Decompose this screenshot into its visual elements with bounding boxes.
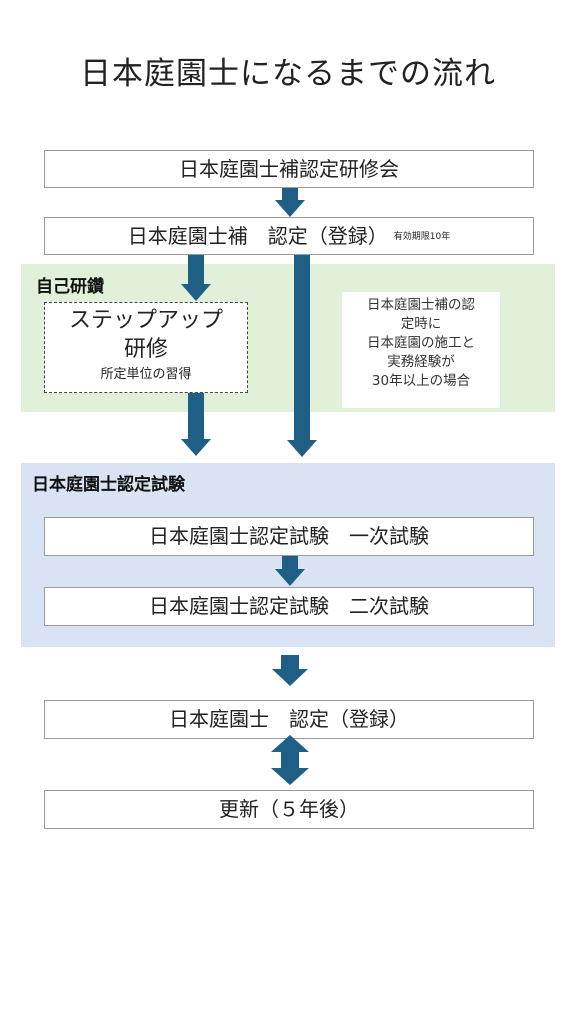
note-line: 実務経験が <box>387 354 455 370</box>
assistant-cert-label: 日本庭園士補 認定（登録） <box>127 224 388 248</box>
renewal-box: 更新（５年後） <box>44 790 534 829</box>
arrow-down-icon <box>272 655 308 686</box>
arrow-down-icon <box>181 255 211 301</box>
renewal-label: 更新（５年後） <box>219 797 359 821</box>
long-arrow-down-icon <box>287 255 317 457</box>
stepup-training-box: ステップアップ 研修 所定単位の習得 <box>44 302 248 393</box>
final-cert-box: 日本庭園士 認定（登録） <box>44 700 534 739</box>
note-line: 日本庭園士補の認 <box>367 297 475 313</box>
self-study-label: 自己研鑽 <box>36 277 104 297</box>
training-step-box: 日本庭園士補認定研修会 <box>44 150 534 188</box>
exam-first-box: 日本庭園士認定試験 一次試験 <box>44 517 534 556</box>
exam-first-label: 日本庭園士認定試験 一次試験 <box>149 524 429 548</box>
exam-region-label: 日本庭園士認定試験 <box>32 475 185 495</box>
assistant-cert-validity: 有効期限10年 <box>393 232 451 242</box>
arrow-down-icon <box>181 393 211 456</box>
note-line: 日本庭園の施工と <box>367 335 475 351</box>
arrow-down-icon <box>275 188 305 217</box>
exam-second-box: 日本庭園士認定試験 二次試験 <box>44 587 534 626</box>
experience-note: 日本庭園士補の認 定時に 日本庭園の施工と 実務経験が 30年以上の場合 <box>342 292 500 408</box>
stepup-subtitle: 所定単位の習得 <box>100 367 192 382</box>
note-line: 定時に <box>400 316 442 332</box>
page-title: 日本庭園士になるまでの流れ <box>80 56 496 92</box>
training-step-label: 日本庭園士補認定研修会 <box>179 157 399 181</box>
stepup-title-line1: ステップアップ <box>68 308 223 333</box>
exam-second-label: 日本庭園士認定試験 二次試験 <box>149 594 429 618</box>
double-arrow-icon <box>271 735 309 785</box>
final-cert-label: 日本庭園士 認定（登録） <box>169 707 409 731</box>
note-line: 30年以上の場合 <box>371 373 471 389</box>
stepup-title-line2: 研修 <box>123 337 168 362</box>
arrow-down-icon <box>275 556 305 586</box>
assistant-cert-box: 日本庭園士補 認定（登録） 有効期限10年 <box>44 217 534 255</box>
